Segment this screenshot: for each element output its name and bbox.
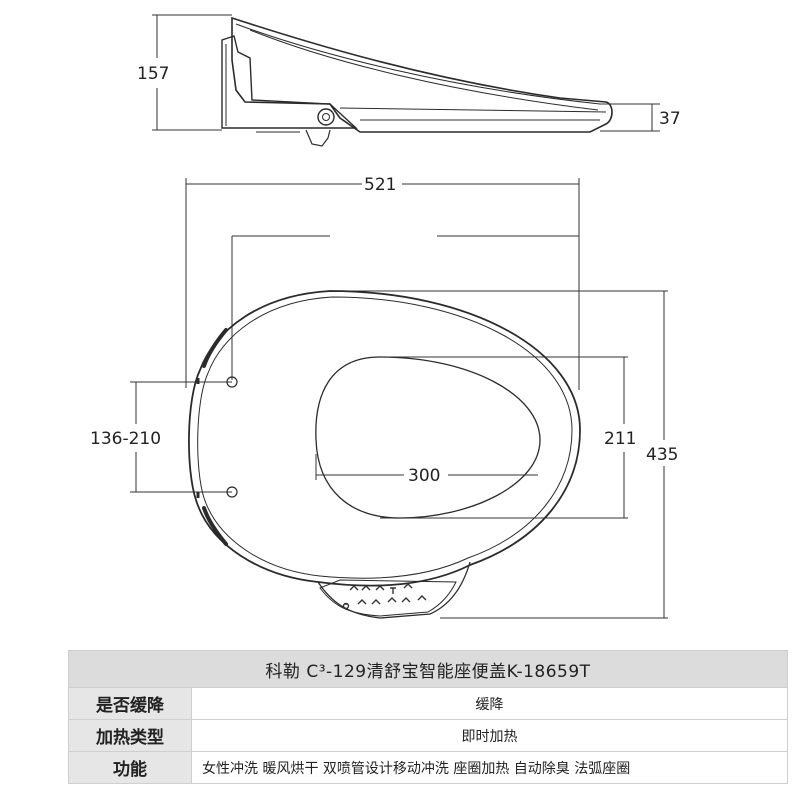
spec-row: 是否缓降 缓降 xyxy=(68,687,788,720)
spec-value-heating-type-text: 即时加热 xyxy=(461,728,518,745)
spec-label-heating-type: 加热类型 xyxy=(68,719,192,752)
spec-label-functions: 功能 xyxy=(68,751,192,784)
product-title: 科勒 C³-129清舒宝智能座便盖K-18659T xyxy=(68,650,788,688)
dim-front-height: 37 xyxy=(659,109,681,129)
toilet-seat-outline-icon xyxy=(188,290,581,587)
top-view: 521 136-210 211 435 300 xyxy=(90,175,678,619)
spec-value-slow-close: 缓降 xyxy=(191,687,788,720)
spec-value-heating-type: 即时加热 xyxy=(191,719,788,752)
dim-opening-length: 300 xyxy=(408,466,440,486)
spec-value-functions: 女性冲洗 暖风烘干 双喷管设计移动冲洗 座圈加热 自动除臭 法弧座圈 xyxy=(191,751,788,784)
remote-button-glyphs-icon xyxy=(342,583,427,610)
technical-drawing: 157 37 521 xyxy=(90,14,681,619)
spec-row: 功能 女性冲洗 暖风烘干 双喷管设计移动冲洗 座圈加热 自动除臭 法弧座圈 xyxy=(68,751,788,784)
spec-label-slow-close: 是否缓降 xyxy=(68,687,192,720)
spec-title-row: 科勒 C³-129清舒宝智能座便盖K-18659T xyxy=(68,650,788,688)
spec-row: 加热类型 即时加热 xyxy=(68,719,788,752)
dim-side-height: 157 xyxy=(137,64,169,84)
dim-hinge-spacing: 136-210 xyxy=(90,429,161,449)
side-view: 157 37 xyxy=(137,14,681,147)
dim-opening-width: 211 xyxy=(604,429,636,449)
dim-overall-length: 521 xyxy=(364,175,396,195)
dim-overall-width: 435 xyxy=(646,445,678,465)
spec-table: 科勒 C³-129清舒宝智能座便盖K-18659T 是否缓降 缓降 加热类型 即… xyxy=(68,650,788,784)
spec-value-slow-close-text: 缓降 xyxy=(475,696,504,713)
